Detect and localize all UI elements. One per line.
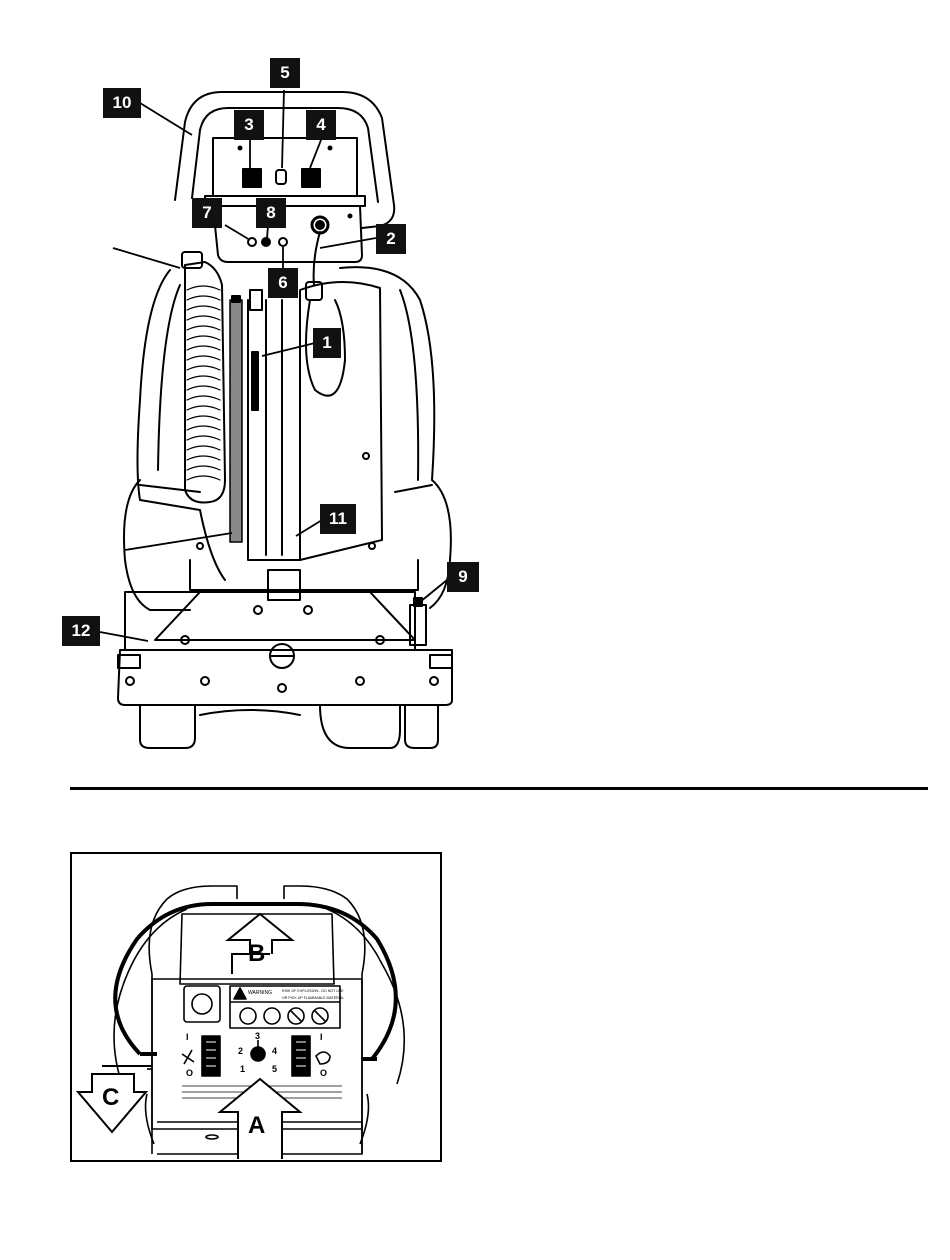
callout-2: 2: [376, 224, 406, 254]
spray-wand: [230, 300, 242, 542]
right-switch-off-mark: O: [320, 1068, 327, 1078]
knob-5: [276, 170, 286, 184]
arrow-b-label: B: [248, 940, 265, 968]
control-panel-upper: [213, 138, 357, 196]
machine-rear-view-drawing: [0, 0, 950, 780]
control-panel-lower: [213, 206, 362, 262]
callout-11: 11: [320, 504, 356, 534]
indicator-6: [279, 238, 287, 246]
left-switch-off-mark: O: [186, 1068, 193, 1078]
dial-num-4: 4: [272, 1046, 277, 1056]
callout-10: 10: [103, 88, 141, 118]
handle-inner: [192, 108, 378, 202]
switch-4: [302, 169, 320, 187]
flow-dial: [251, 1047, 265, 1061]
callout-3: 3: [234, 110, 264, 140]
left-switch-on-mark: I: [186, 1032, 189, 1042]
wand-icon: [182, 1050, 194, 1064]
warning-title: WARNING: [248, 990, 272, 996]
callout-6: 6: [268, 268, 298, 298]
right-switch-on-mark: I: [320, 1032, 323, 1042]
switch-3: [243, 169, 261, 187]
dial-num-3: 3: [255, 1031, 260, 1041]
pump-icon: [316, 1052, 330, 1064]
warning-line2: OR PICK UP FLAMMABLE MATERIAL: [282, 996, 344, 1000]
left-wheel: [140, 705, 195, 748]
circuit-breaker-label: [184, 986, 220, 1022]
callout-5: 5: [270, 58, 300, 88]
callout-12: 12: [62, 616, 100, 646]
callout-8: 8: [256, 198, 286, 228]
dial-num-2: 2: [238, 1046, 243, 1056]
section-divider: [70, 787, 928, 790]
callout-4: 4: [306, 110, 336, 140]
callout-7: 7: [192, 198, 222, 228]
arrow-c-label: C: [102, 1084, 119, 1112]
front-plate: [118, 650, 452, 705]
warning-line1: RISK OF EXPLOSION - DO NOT USE: [282, 989, 344, 993]
right-wheel: [320, 705, 400, 748]
callout-1: 1: [313, 328, 341, 358]
indicator-8: [262, 238, 270, 246]
control-panel-detail-inset: WARNING RISK OF EXPLOSION - DO NOT USE O…: [70, 852, 442, 1162]
arrow-a-label: A: [248, 1112, 265, 1140]
dial-num-5: 5: [272, 1064, 277, 1074]
dial-num-1: 1: [240, 1064, 245, 1074]
center-column: [248, 292, 300, 560]
breaker-icon: [192, 994, 212, 1014]
callout-9: 9: [447, 562, 479, 592]
power-cord: [314, 232, 320, 285]
